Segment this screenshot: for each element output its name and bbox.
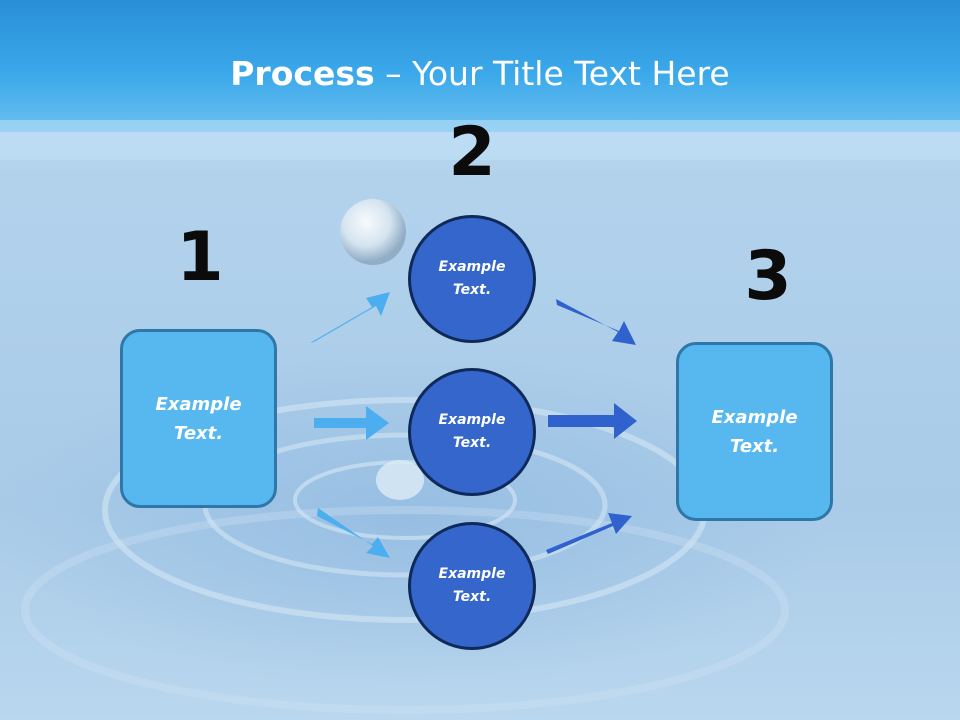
node-top-label: Example Text. xyxy=(438,259,506,298)
step-3-box[interactable]: Example Text. xyxy=(676,342,833,521)
step-1-label: Example Text. xyxy=(155,393,242,444)
node-middle[interactable]: Example Text. xyxy=(408,368,536,496)
step-1-box[interactable]: Example Text. xyxy=(120,329,277,508)
step-3-label: Example Text. xyxy=(711,406,798,457)
node-bottom-label: Example Text. xyxy=(438,566,506,605)
node-middle-label: Example Text. xyxy=(438,412,506,451)
slide-title: Process – Your Title Text Here xyxy=(0,52,960,96)
title-bold: Process xyxy=(230,54,375,93)
node-bottom[interactable]: Example Text. xyxy=(408,522,536,650)
title-rest: – Your Title Text Here xyxy=(374,54,730,93)
step-number-2: 2 xyxy=(448,113,496,192)
node-top[interactable]: Example Text. xyxy=(408,215,536,343)
step-number-3: 3 xyxy=(744,237,792,316)
step-number-1: 1 xyxy=(176,218,224,297)
